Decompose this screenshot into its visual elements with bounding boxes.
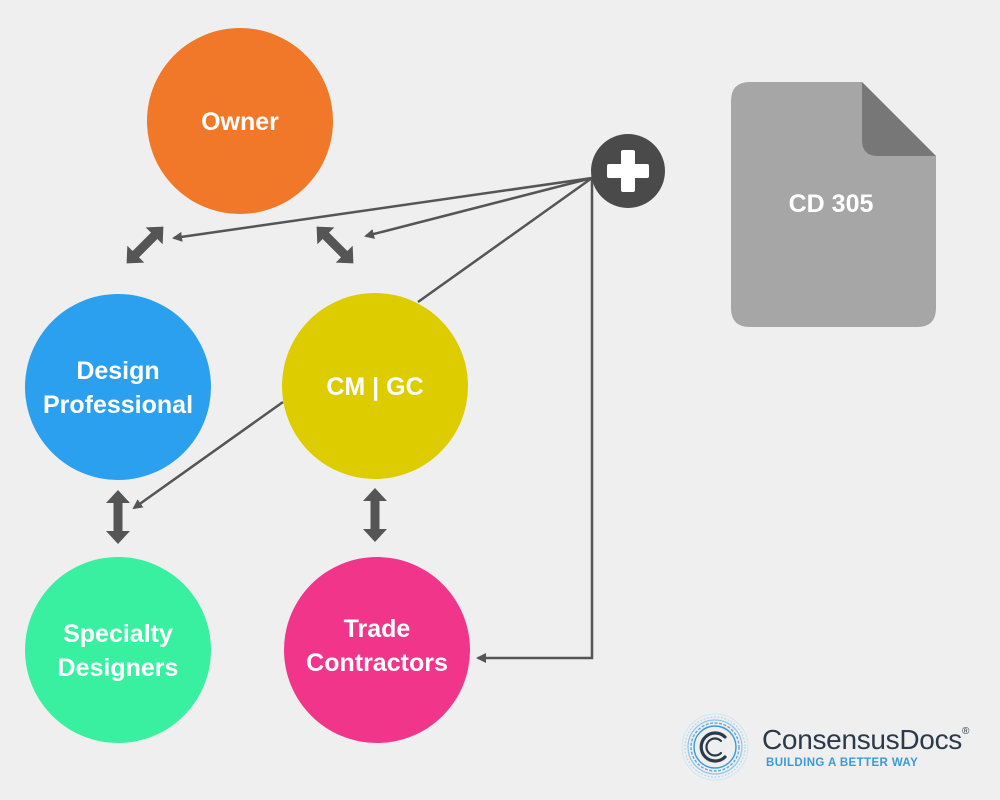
connector-plus-to-owner-cm (364, 176, 593, 239)
bidirectional-arrows (106, 226, 387, 544)
trade-contractors-label-line2: Contractors (306, 649, 448, 677)
document-fold (862, 82, 936, 156)
cm-gc-circle (282, 293, 468, 479)
connector-plus-to-owner-design (172, 176, 593, 242)
node-owner: Owner (147, 28, 333, 214)
trade-contractors-label-line1: Trade (344, 615, 411, 643)
node-cm-gc: CM | GC (282, 293, 468, 479)
owner-circle (147, 28, 333, 214)
logo-name-text: ConsensusDocs (762, 724, 962, 755)
plus-hub (591, 134, 665, 208)
node-trade-contractors: Trade Contractors (284, 557, 470, 743)
connector-plus-to-cm-gc (417, 176, 593, 304)
arrow-owner-design-professional (126, 226, 164, 264)
design-professional-circle (25, 294, 211, 480)
node-design-professional: Design Professional (25, 294, 211, 480)
trade-contractors-circle (284, 557, 470, 743)
logo-registered-mark: ® (961, 726, 970, 737)
logo-tagline: BUILDING A BETTER WAY (766, 757, 919, 769)
logo-name: ConsensusDocs® (762, 724, 969, 756)
specialty-designers-label-line1: Specialty (63, 620, 173, 648)
plus-icon (607, 150, 649, 192)
connector-cm-to-specialty-designers (132, 400, 284, 510)
specialty-designers-label-line2: Designers (58, 654, 179, 682)
design-professional-label-line1: Design (76, 357, 159, 385)
arrow-owner-cm-gc (316, 226, 354, 264)
arrow-cm-gc-trade-contractors (363, 488, 387, 542)
consensusdocs-logo-mark (681, 713, 749, 781)
cm-gc-label: CM | GC (326, 373, 423, 401)
document-label: CD 305 (789, 190, 874, 218)
arrow-design-professional-specialty-designers (106, 490, 130, 544)
document-icon: CD 305 (731, 82, 936, 327)
consensusdocs-logo: ConsensusDocs® BUILDING A BETTER WAY (680, 712, 990, 782)
plus-hub-connectors (132, 176, 594, 663)
node-specialty-designers: Specialty Designers (25, 557, 211, 743)
design-professional-label-line2: Professional (43, 391, 193, 419)
owner-label: Owner (201, 108, 279, 136)
connector-plus-to-trade-contractors (476, 178, 594, 663)
specialty-designers-circle (25, 557, 211, 743)
